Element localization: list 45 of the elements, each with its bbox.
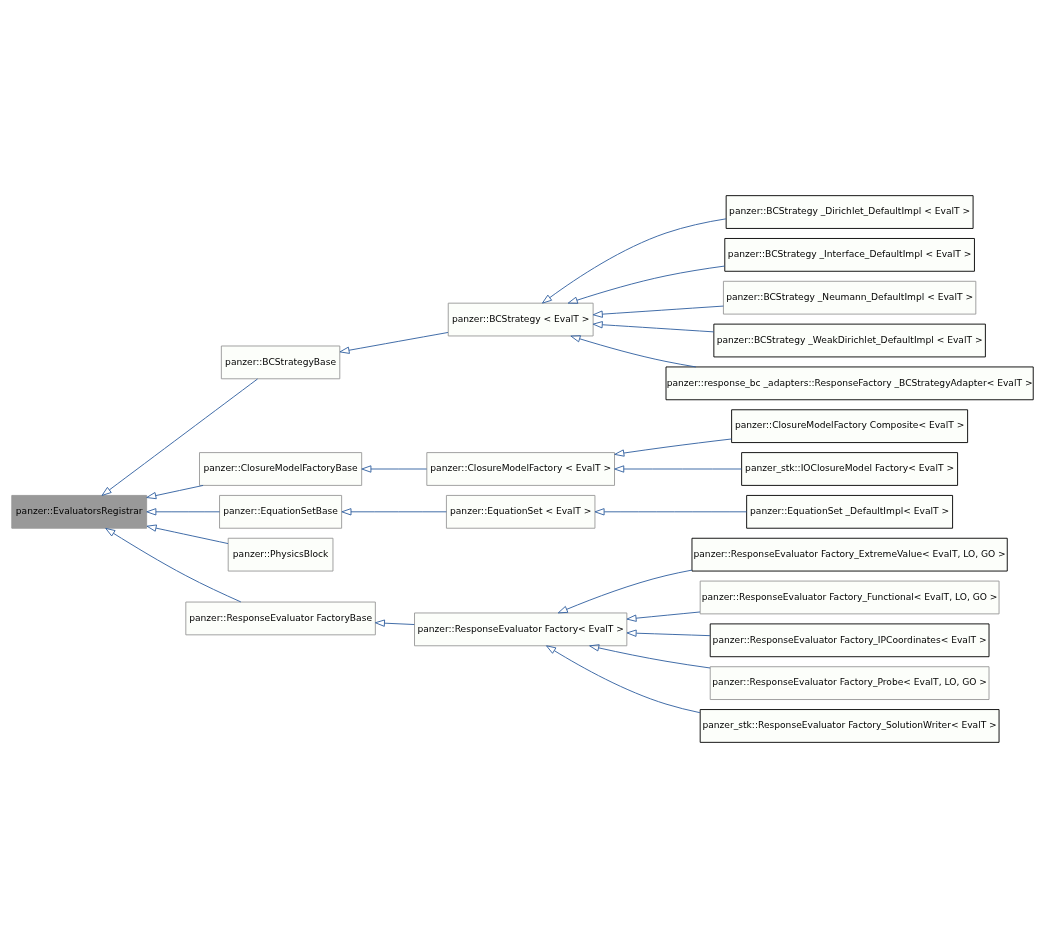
arrow (592, 321, 715, 333)
arrow (570, 335, 697, 368)
node-box: panzer::BCStrategyBase (220, 345, 341, 380)
node-box: panzer::BCStrategy < EvalT > (447, 302, 594, 337)
node-box: panzer::ResponseEvaluator FactoryBase (185, 601, 376, 636)
arrow (541, 218, 727, 304)
node-box: panzer::EquationSet < EvalT > (445, 494, 596, 529)
node-box: panzer::BCStrategy _Dirichlet_DefaultImpl < EvalT > (725, 195, 974, 229)
arrow (614, 465, 743, 473)
arrow (626, 629, 711, 637)
arrow (361, 465, 428, 473)
arrow (546, 645, 701, 714)
node-box: panzer::BCStrategy _Neumann_DefaultImpl < EvalT > (722, 280, 977, 315)
node-box: panzer::ClosureModelFactory Composite< EvalT > (731, 409, 969, 444)
node-box: panzer::EvaluatorsRegistrar (11, 494, 148, 529)
node-box: panzer::ResponseEvaluator Factory< EvalT > (414, 612, 628, 647)
node-box: panzer::ClosureModelFactoryBase (199, 452, 363, 486)
arrow (589, 644, 711, 669)
node-box: panzer_stk::ResponseEvaluator Factory_SolutionWriter< EvalT > (699, 709, 1000, 743)
arrow (101, 378, 258, 496)
arrow (146, 485, 204, 500)
node-box: panzer::EquationSetBase (219, 494, 343, 529)
node-box: panzer::EquationSet _DefaultImpl< EvalT > (746, 494, 954, 529)
arrow (374, 619, 415, 627)
node-box: panzer::BCStrategy _WeakDirichlet_DefaultImpl < EvalT > (713, 323, 986, 358)
node-box: panzer_stk::IOClosureModel Factory< EvalT > (741, 452, 959, 486)
arrow (339, 332, 449, 354)
arrow (626, 611, 701, 622)
node-box: panzer::ResponseEvaluator Factory_Probe< EvalT, LO, GO > (709, 666, 990, 700)
arrow (557, 569, 693, 614)
arrow (146, 524, 229, 545)
arrow (614, 438, 732, 457)
arrow (567, 265, 726, 304)
node-box: panzer::response_bc _adapters::ResponseFactory _BCStrategyAdapter< EvalT > (665, 366, 1034, 401)
arrow (592, 305, 724, 318)
node-box: panzer::ResponseEvaluator Factory_IPCoordinates< EvalT > (709, 623, 990, 658)
node-box: panzer::ClosureModelFactory < EvalT > (426, 452, 615, 486)
node-box: panzer::ResponseEvaluator Factory_ExtremeValue< EvalT, LO, GO > (691, 537, 1008, 572)
arrow (594, 508, 747, 516)
node-box: panzer::BCStrategy _Interface_DefaultImpl < EvalT > (724, 238, 975, 272)
arrow (146, 508, 220, 516)
arrow (105, 527, 242, 603)
node-box: panzer::ResponseEvaluator Factory_Functional< EvalT, LO, GO > (699, 580, 1000, 615)
node-box: panzer::PhysicsBlock (227, 537, 334, 572)
arrow (341, 508, 447, 516)
